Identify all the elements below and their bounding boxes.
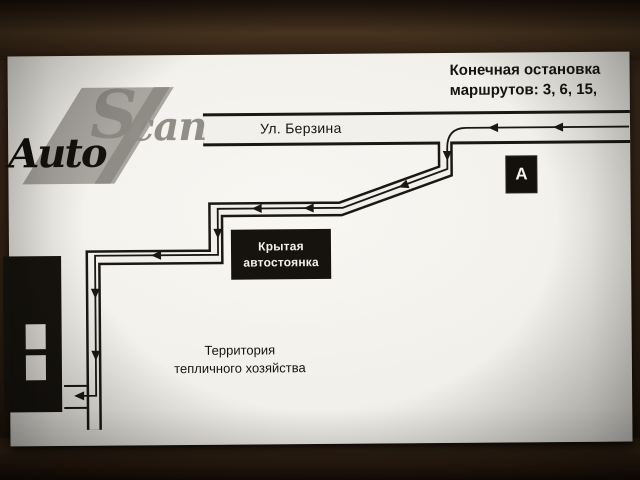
- route-arrow-icon: [74, 391, 85, 401]
- autoscan-logo: S can Auto: [6, 75, 222, 197]
- route-arrow-icon: [151, 250, 162, 260]
- territory-label: Территория тепличного хозяйства: [148, 341, 332, 379]
- building-window-icon: [25, 355, 47, 381]
- covered-parking-box: Крытая автостоянка: [230, 228, 332, 280]
- paper-card: S can Auto Конечная остановка маршрутов:…: [3, 51, 635, 447]
- terminal-stop-note-line2: маршрутов: 3, 6, 15,: [449, 81, 598, 100]
- route-arrow-icon: [488, 123, 499, 133]
- territory-label-line2: тепличного хозяйства: [174, 360, 306, 377]
- building-window-icon: [25, 324, 46, 350]
- table-surface-top: [0, 0, 640, 60]
- route-arrow-icon: [442, 150, 452, 161]
- covered-parking-line2: автостоянка: [243, 255, 319, 270]
- route-arrow-icon: [91, 350, 101, 361]
- office-building: [3, 256, 63, 413]
- logo-auto-text: Auto: [8, 129, 106, 178]
- terminal-stop-note-line1: Конечная остановка: [449, 60, 601, 79]
- logo-scan-can: can: [129, 102, 207, 151]
- route-line: [76, 125, 630, 397]
- access-road-fill: [88, 114, 451, 430]
- bus-stop-marker: А: [506, 156, 537, 193]
- terminal-stop-note: Конечная остановка маршрутов: 3, 6, 15,: [450, 60, 635, 102]
- route-arrows: [74, 122, 564, 401]
- building-entrance-marks: [64, 384, 88, 410]
- route-arrow-icon: [90, 288, 100, 299]
- route-map-svg: [64, 110, 631, 430]
- covered-parking-line1: Крытая: [258, 238, 304, 254]
- route-arrow-icon: [398, 179, 410, 189]
- route-arrow-icon: [553, 122, 564, 132]
- route-arrow-icon: [251, 203, 262, 213]
- route-arrow-icon: [213, 228, 223, 239]
- route-arrow-icon: [303, 203, 314, 213]
- territory-label-line1: Территория: [204, 342, 276, 358]
- street-label: Ул. Берзина: [259, 119, 342, 137]
